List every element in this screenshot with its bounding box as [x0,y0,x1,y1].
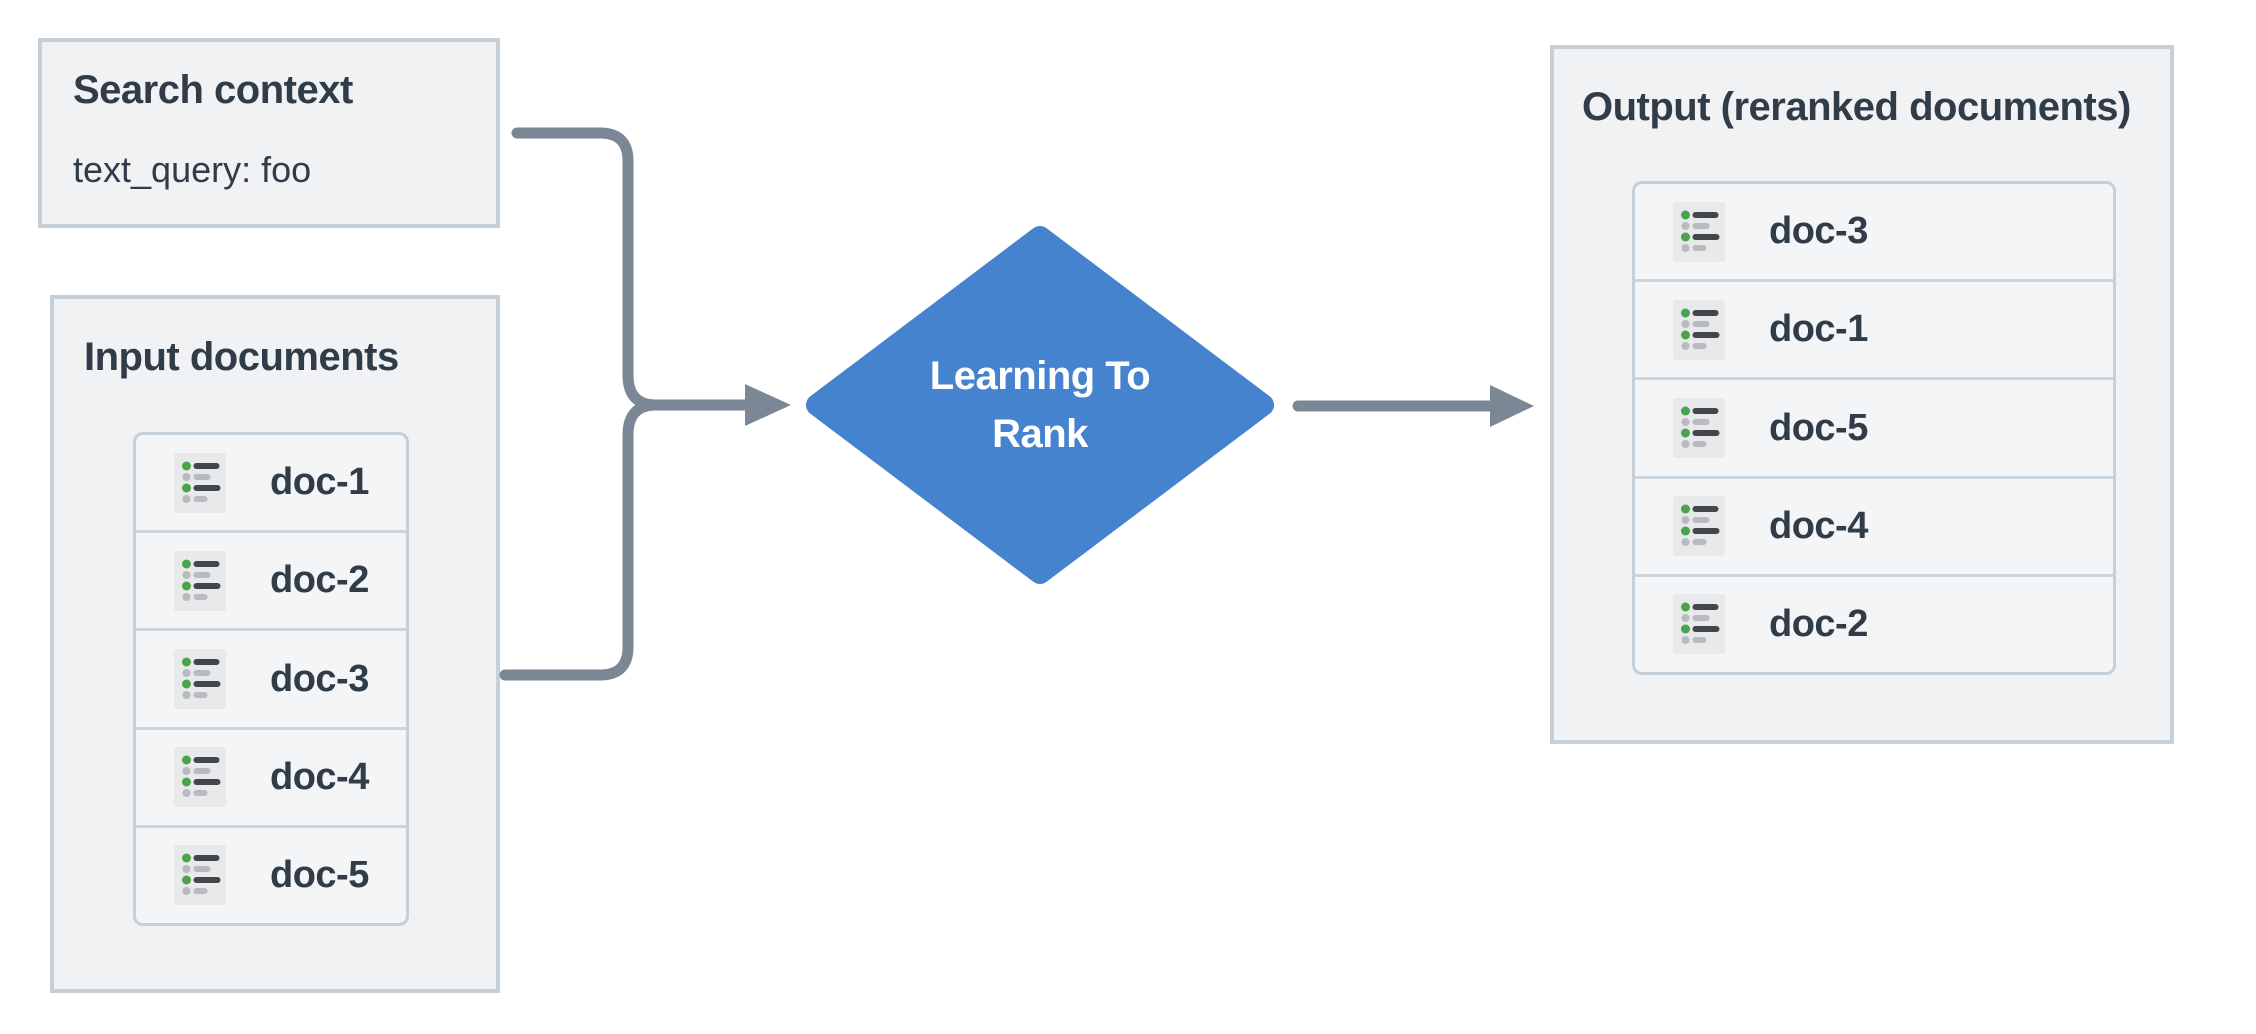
doc-item: doc-2 [136,533,406,632]
arrowhead-icon [1490,385,1534,427]
output-doc-list: doc-3 doc-1 [1632,181,2116,675]
doc-list-icon [1673,299,1725,360]
doc-item-label: doc-4 [270,755,369,798]
doc-item: doc-2 [1635,577,2113,672]
doc-item-label: doc-4 [1769,504,1868,547]
doc-list-icon [1673,201,1725,262]
doc-list-icon [174,452,226,513]
doc-item: doc-3 [136,631,406,730]
input-documents-title: Input documents [84,335,399,379]
doc-item-label: doc-1 [1769,308,1868,351]
doc-list-icon [174,747,226,808]
doc-item-label: doc-2 [270,559,369,602]
doc-item: doc-5 [1635,380,2113,479]
doc-list-icon [1673,398,1725,458]
arrowhead-icon [745,384,791,426]
doc-item: doc-1 [1635,282,2113,381]
doc-item: doc-4 [1635,479,2113,577]
learning-to-rank-label: Learning To Rank [800,225,1280,585]
doc-item: doc-1 [136,435,406,534]
doc-list-icon [174,649,226,709]
learning-to-rank-node: Learning To Rank [800,225,1280,585]
doc-item-label: doc-3 [270,657,369,700]
diamond-label-line1: Learning To [929,354,1151,398]
doc-item: doc-5 [136,828,406,923]
doc-item-label: doc-5 [1769,406,1868,449]
doc-item-label: doc-5 [270,853,369,896]
search-query-text: text_query: foo [73,149,312,190]
search-context-box: Search context text_query: foo [38,38,500,228]
search-context-title: Search context [73,68,353,112]
doc-item-label: doc-2 [1769,602,1868,645]
diamond-shape-icon [806,226,1274,584]
doc-item: doc-4 [136,730,406,828]
doc-item: doc-3 [1635,184,2113,283]
doc-list-icon [1673,496,1725,557]
output-box: Output (reranked documents) [1550,45,2174,744]
output-arrow [1292,385,1534,427]
input-documents-box: Input documents doc-1 [50,295,500,993]
doc-item-label: doc-3 [1769,210,1868,253]
doc-list-icon [174,845,226,906]
diamond-label-line2: Rank [992,412,1088,456]
output-title: Output (reranked documents) [1582,85,2131,129]
input-doc-list: doc-1 doc-2 [133,432,409,926]
doc-item-label: doc-1 [270,461,369,504]
doc-list-icon [1673,594,1725,655]
merge-arrow [499,127,791,681]
doc-list-icon [174,550,226,611]
